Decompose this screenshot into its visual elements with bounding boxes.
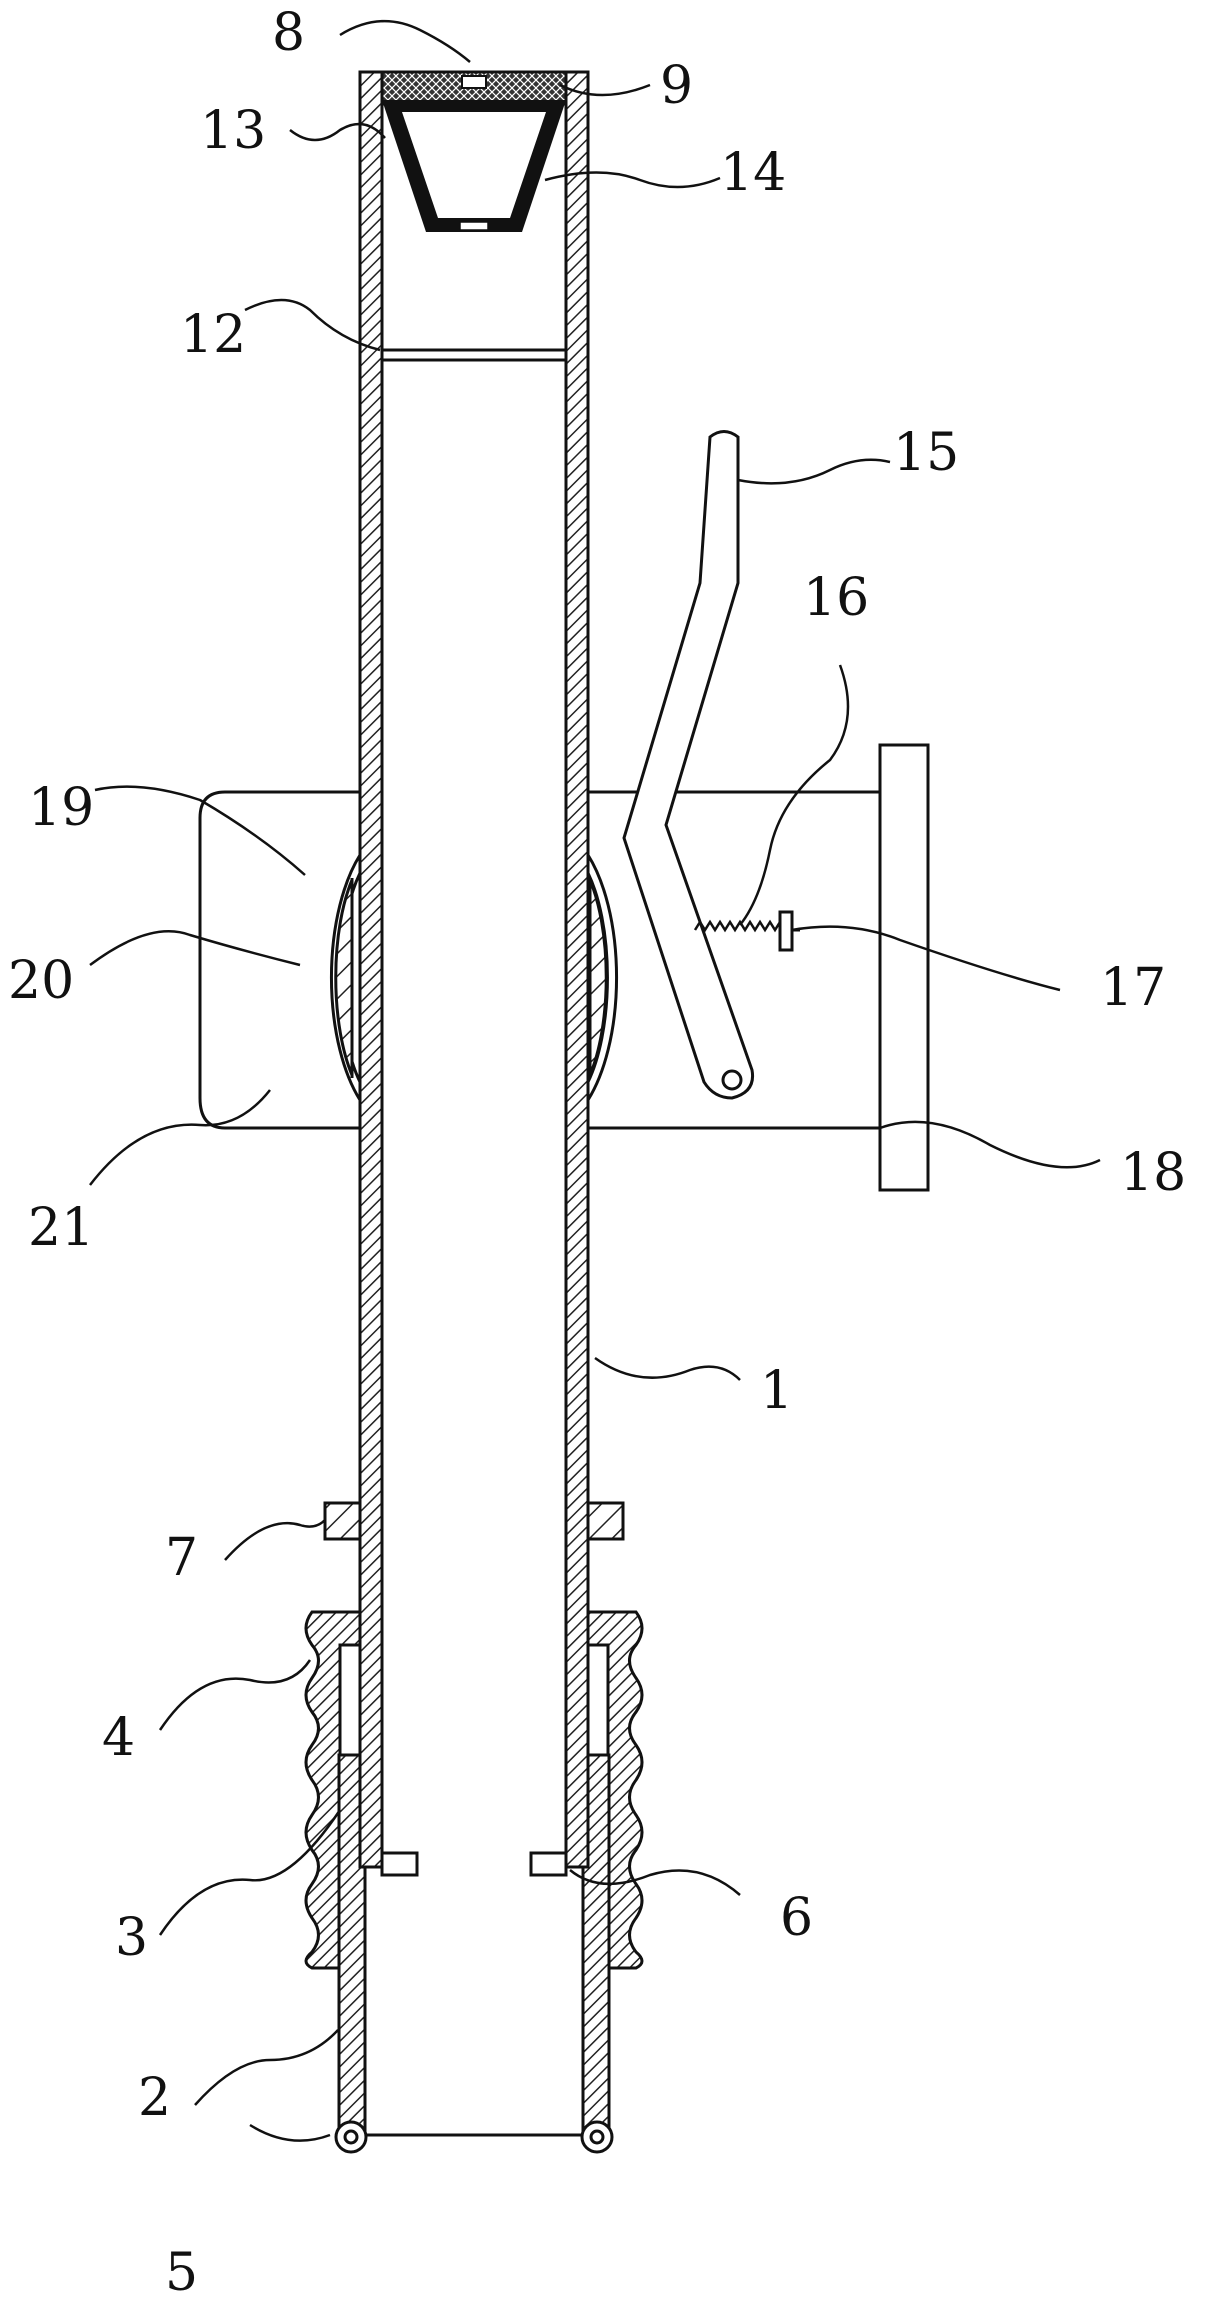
label-16: 16 (803, 568, 869, 628)
label-14: 14 (720, 143, 786, 203)
label-8: 8 (272, 3, 305, 63)
label-1: 1 (760, 1361, 793, 1421)
top-slot-8 (462, 76, 486, 88)
collar-7-right (588, 1503, 623, 1539)
label-21: 21 (28, 1198, 94, 1258)
collar-7-left (325, 1503, 360, 1539)
label-20: 20 (8, 951, 74, 1011)
label-2: 2 (138, 2068, 171, 2128)
label-12: 12 (180, 305, 246, 365)
lever-pivot (723, 1071, 741, 1089)
label-3: 3 (115, 1908, 148, 1968)
label-18: 18 (1120, 1143, 1186, 1203)
label-6: 6 (780, 1888, 813, 1948)
stop-block-6-right (531, 1853, 566, 1875)
main-tube-1-right-wall (566, 72, 588, 1867)
lever-15 (624, 432, 753, 1099)
stop-block-6-left (382, 1853, 417, 1875)
label-4: 4 (102, 1708, 135, 1768)
main-tube-1-left-wall (360, 72, 382, 1867)
label-13: 13 (200, 101, 266, 161)
funnel-outlet-14 (460, 222, 488, 230)
label-5: 5 (165, 2243, 198, 2303)
label-7: 7 (165, 1528, 198, 1588)
label-15: 15 (893, 423, 959, 483)
label-19: 19 (28, 778, 94, 838)
label-17: 17 (1100, 958, 1166, 1018)
label-9: 9 (660, 56, 693, 116)
pin-17 (780, 912, 792, 950)
clamp-pad-20-right (590, 880, 606, 1075)
